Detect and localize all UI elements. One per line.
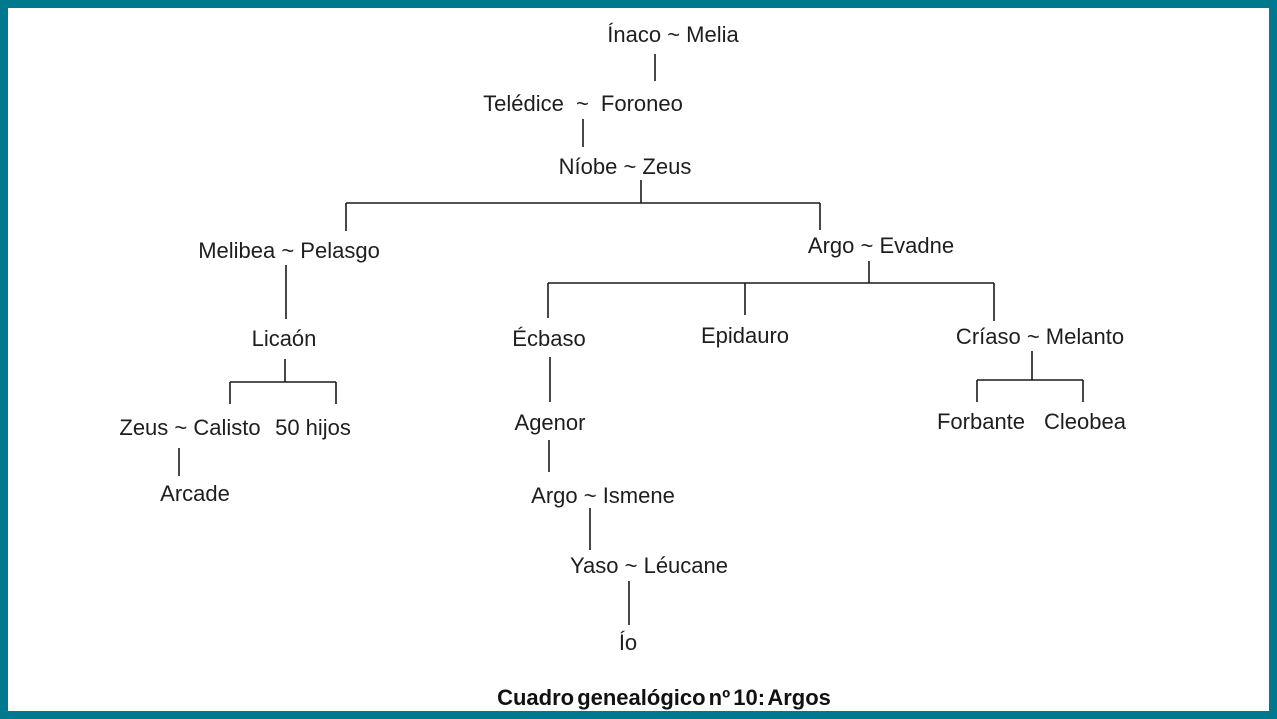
node-criaso-melanto: Críaso ~ Melanto xyxy=(955,323,1125,349)
node-niobe-zeus: Níobe ~ Zeus xyxy=(558,153,692,179)
node-forbante: Forbante xyxy=(936,408,1026,434)
node-agenor: Agenor xyxy=(514,409,586,435)
node-cleobea: Cleobea xyxy=(1044,408,1126,434)
node-inaco-melia: Ínaco ~ Melia xyxy=(607,21,739,47)
node-argo-ismene: Argo ~ Ismene xyxy=(531,482,675,508)
connector-licaon-children xyxy=(229,359,337,404)
node-teledice-foroneo: Telédice ~ Foroneo xyxy=(483,90,683,116)
node-zeus-calisto: Zeus ~ Calisto xyxy=(119,414,261,440)
connector-niobe-children xyxy=(345,180,821,231)
diagram-caption: Cuadro genealógico nº 10: Argos xyxy=(497,685,831,710)
node-io: Ío xyxy=(618,629,638,655)
node-yaso-leucane: Yaso ~ Léucane xyxy=(570,552,728,578)
node-licaon: Licaón xyxy=(251,325,317,351)
connector-argoevadne-children xyxy=(547,261,995,321)
node-50-hijos: 50 hijos xyxy=(275,414,351,440)
connector-criaso-children xyxy=(976,351,1084,402)
node-arcade: Arcade xyxy=(160,480,230,506)
node-melibea-pelasgo: Melibea ~ Pelasgo xyxy=(198,237,380,263)
node-argo-evadne: Argo ~ Evadne xyxy=(807,232,955,258)
node-epidauro: Epidauro xyxy=(700,322,790,348)
node-ecbaso: Écbaso xyxy=(512,325,586,351)
